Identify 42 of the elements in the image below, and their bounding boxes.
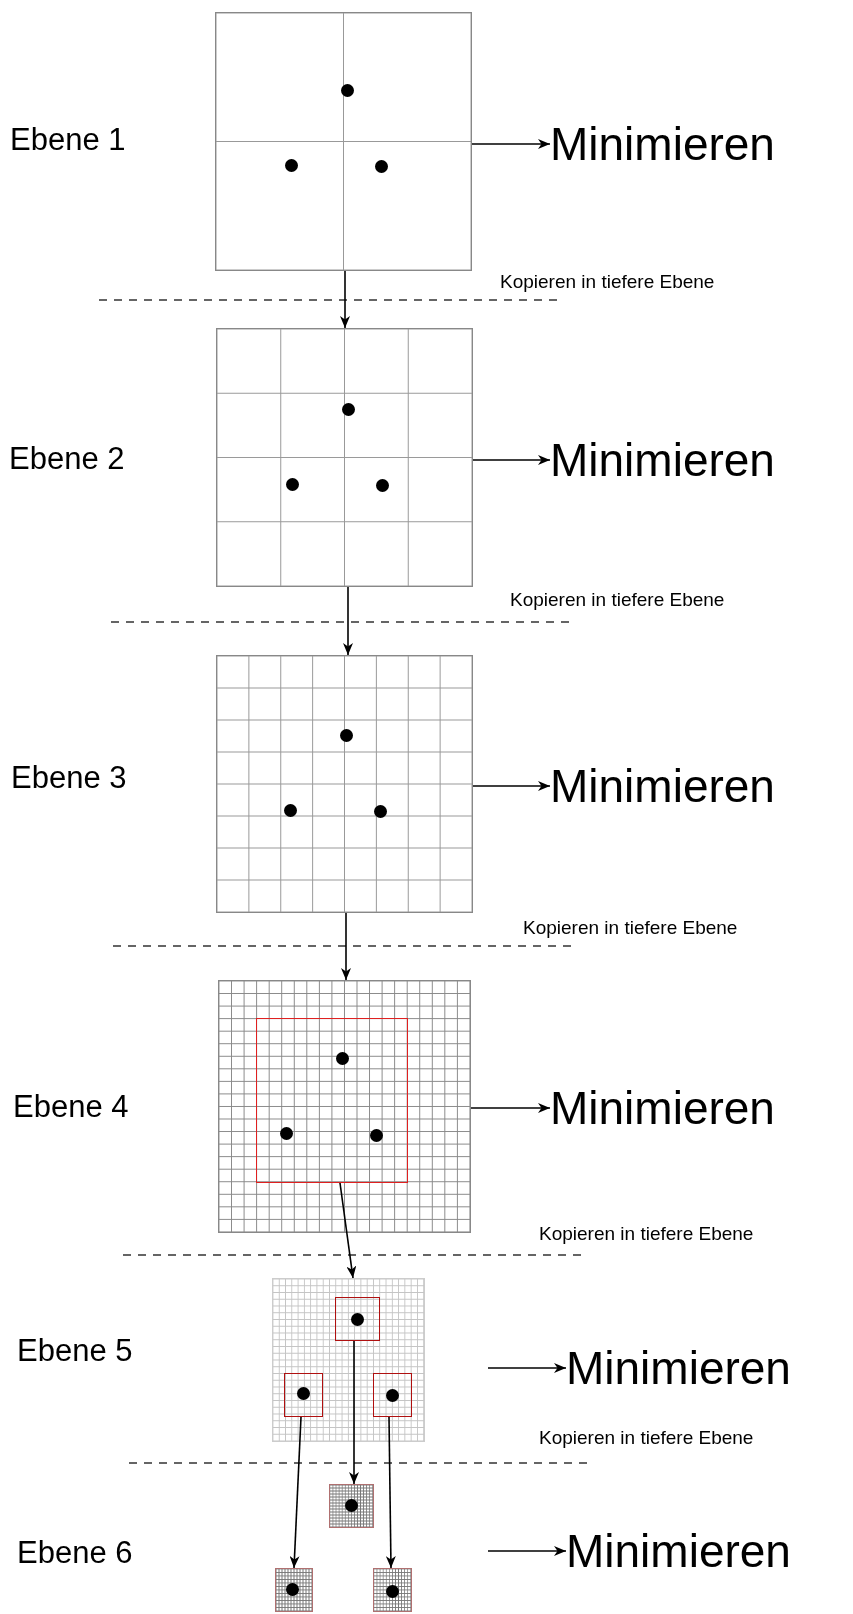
- arrow: [343, 586, 353, 656]
- arrow: [349, 1340, 359, 1485]
- arrow: [340, 270, 350, 329]
- grid-box: [373, 1568, 412, 1612]
- arrow: [470, 1103, 551, 1113]
- copy-note: Kopieren in tiefere Ebene: [539, 1426, 754, 1450]
- highlight-square: [256, 1018, 408, 1183]
- grid-box: [215, 12, 472, 271]
- arrow: [385, 1416, 396, 1569]
- arrow: [487, 1546, 567, 1556]
- grid-box: [329, 1484, 374, 1528]
- copy-note: Kopieren in tiefere Ebene: [510, 588, 725, 612]
- level-label: Ebene 4: [13, 1088, 129, 1126]
- step-label: Minimieren: [550, 758, 775, 814]
- arrow: [339, 1182, 357, 1279]
- level-label: Ebene 6: [17, 1534, 133, 1572]
- arrow: [289, 1416, 302, 1569]
- arrow: [472, 455, 551, 465]
- level-label: Ebene 1: [10, 121, 126, 159]
- grid-box: [216, 328, 473, 587]
- step-label: Minimieren: [550, 1080, 775, 1136]
- copy-note: Kopieren in tiefere Ebene: [523, 916, 738, 940]
- highlight-square: [373, 1373, 412, 1417]
- level-label: Ebene 5: [17, 1332, 133, 1370]
- arrow: [472, 781, 551, 791]
- arrow: [341, 912, 351, 981]
- level-label: Ebene 3: [11, 759, 127, 797]
- copy-note: Kopieren in tiefere Ebene: [539, 1222, 754, 1246]
- step-label: Minimieren: [550, 432, 775, 488]
- grid-box: [275, 1568, 313, 1612]
- arrow: [487, 1363, 567, 1373]
- highlight-square: [284, 1373, 323, 1417]
- level-label: Ebene 2: [9, 440, 125, 478]
- highlight-square: [335, 1297, 380, 1341]
- copy-note: Kopieren in tiefere Ebene: [500, 270, 715, 294]
- arrow: [471, 139, 551, 149]
- grid-box: [272, 1278, 425, 1442]
- step-label: Minimieren: [566, 1340, 791, 1396]
- step-label: Minimieren: [566, 1523, 791, 1579]
- step-label: Minimieren: [550, 116, 775, 172]
- grid-box: [216, 655, 473, 913]
- grid-box: [218, 980, 471, 1233]
